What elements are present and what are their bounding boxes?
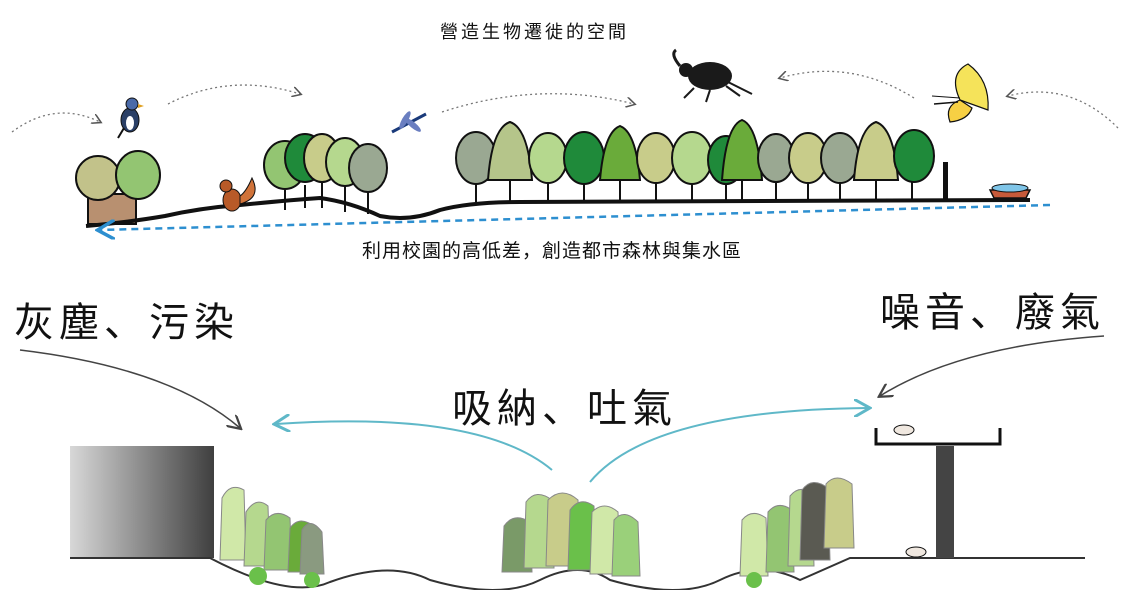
noise-exhaust-label: 噪音、廢氣 (880, 290, 1105, 336)
ground-line-bottom (70, 557, 1085, 590)
migration-arrow (780, 70, 915, 99)
forest-bottom-left (219, 486, 325, 588)
tree-row (455, 118, 935, 202)
absorb-arrow-right (589, 408, 868, 483)
dust-arrow (19, 349, 240, 428)
pond (988, 183, 1032, 199)
tree (75, 155, 121, 201)
car-icon (905, 546, 927, 558)
absorb-exhale-label: 吸納、吐氣 (452, 386, 677, 432)
migration-arrow (167, 84, 300, 105)
tree-cluster (263, 133, 388, 214)
top-diagram-caption: 利用校園的高低差，創造都市森林與集水區 (362, 240, 743, 262)
tree (115, 150, 161, 200)
butterfly-icon (931, 63, 989, 123)
forest-top (75, 118, 948, 225)
bird-icon (117, 97, 144, 139)
dragonfly-icon (391, 111, 427, 134)
car-icon (893, 424, 915, 436)
dust-pollution-label: 灰塵、污染 (14, 300, 239, 346)
squirrel-icon (219, 176, 256, 212)
overpass (874, 424, 1002, 558)
forest-bottom-center (501, 492, 641, 577)
water-flow-line (100, 203, 1051, 230)
migration-arrow (11, 112, 100, 133)
migration-arrows (11, 70, 1119, 133)
absorb-arrow-left (276, 421, 553, 471)
forest-bottom-right (739, 477, 855, 588)
terrain-line (85, 195, 1031, 228)
beetle-icon (672, 48, 753, 103)
post (943, 162, 948, 202)
noise-arrow (880, 335, 1105, 396)
migration-arrow (1008, 92, 1119, 129)
top-diagram-title: 營造生物遷徙的空間 (440, 22, 629, 43)
building-block (70, 446, 214, 558)
migration-arrow (441, 93, 634, 113)
